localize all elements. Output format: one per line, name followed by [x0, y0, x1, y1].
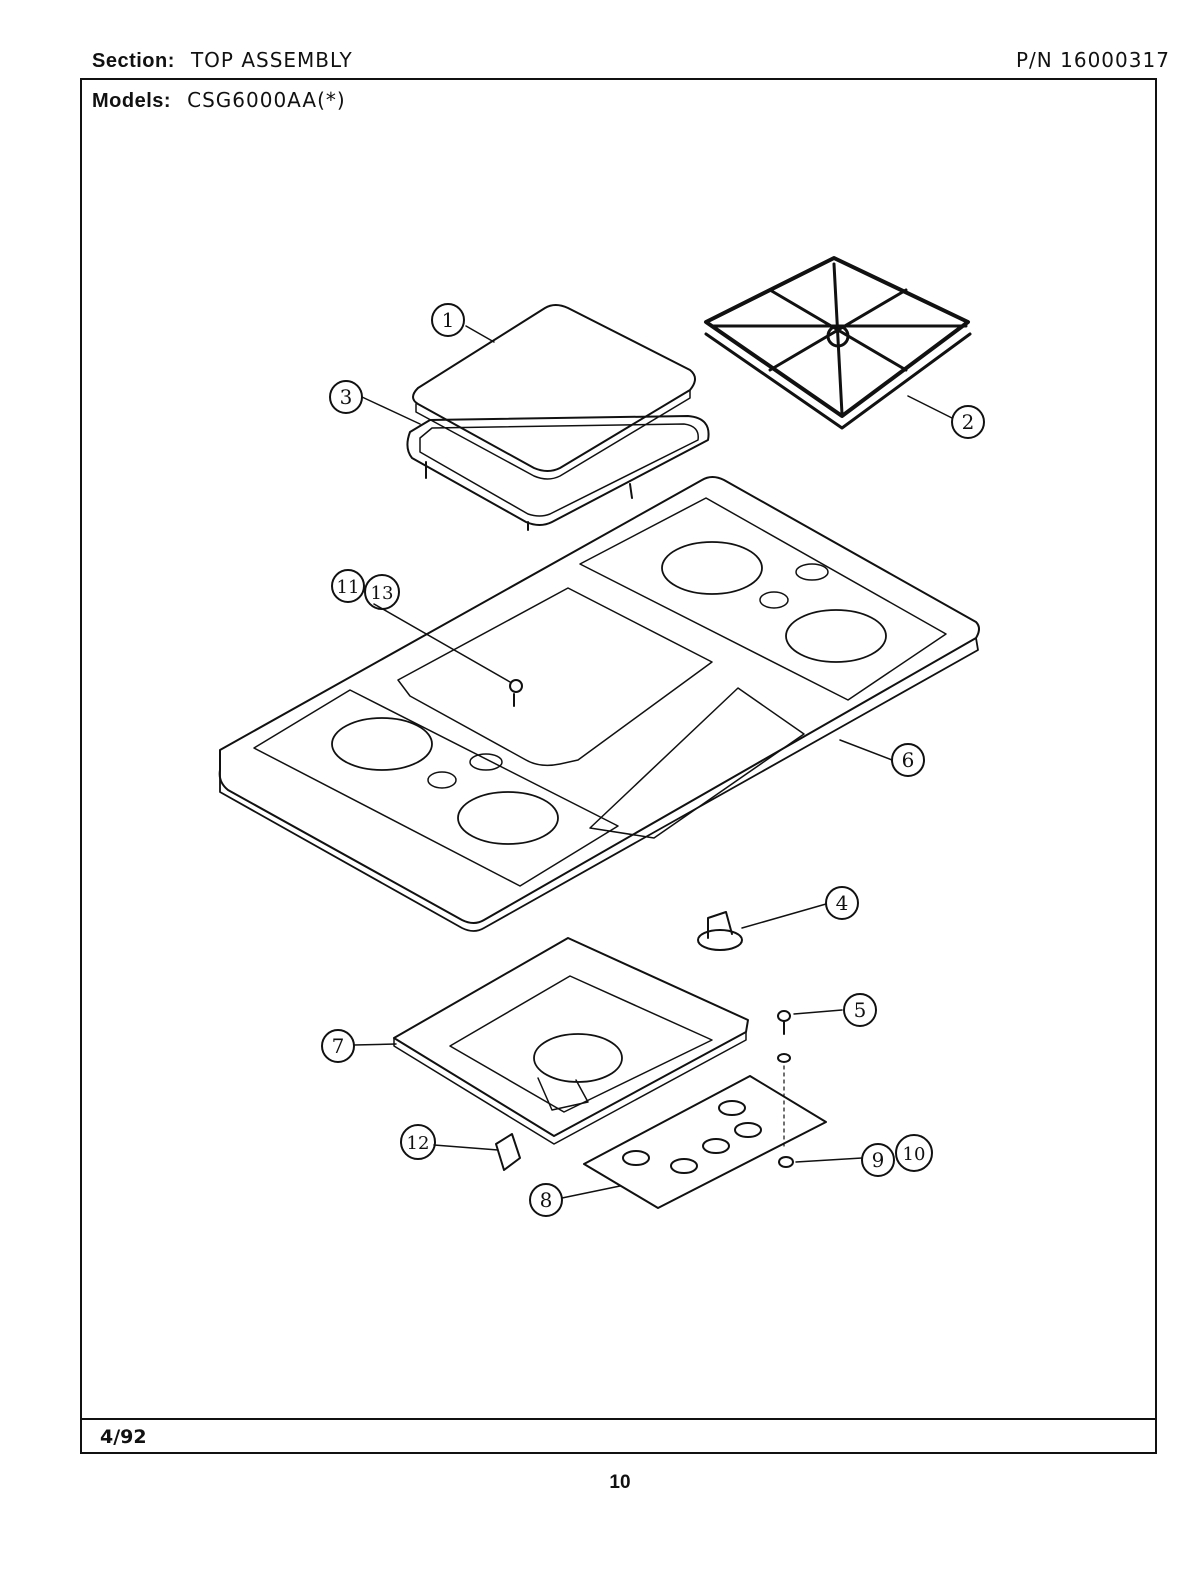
- section-value: TOP ASSEMBLY: [190, 48, 353, 72]
- svg-text:6: 6: [902, 748, 915, 772]
- svg-text:1: 1: [442, 308, 455, 332]
- svg-text:7: 7: [332, 1034, 345, 1058]
- cooktop-screw: [509, 679, 523, 707]
- svg-text:10: 10: [903, 1144, 926, 1165]
- burner-grate: [704, 256, 972, 430]
- callout-7: 7: [321, 1029, 355, 1063]
- footer-divider: [80, 1418, 1157, 1420]
- diagram-frame: [80, 78, 1157, 1454]
- svg-text:12: 12: [407, 1133, 430, 1154]
- callout-2: 2: [951, 405, 985, 439]
- callout-8: 8: [529, 1183, 563, 1217]
- revision-date: 4/92: [100, 1426, 147, 1448]
- callout-12: 12: [400, 1124, 436, 1160]
- callout-3: 3: [329, 380, 363, 414]
- models-value: CSG6000AA(*): [187, 88, 346, 112]
- burner-box: [393, 937, 749, 1145]
- cooktop-main: [218, 476, 980, 932]
- models-label: Models:: [92, 90, 172, 112]
- svg-text:9: 9: [872, 1148, 885, 1172]
- insulation-panel: [583, 1075, 827, 1209]
- svg-text:4: 4: [836, 891, 849, 915]
- svg-text:3: 3: [340, 385, 353, 409]
- callout-4: 4: [825, 886, 859, 920]
- control-knob: [697, 911, 743, 951]
- leader-lines: [353, 325, 953, 1199]
- griddle-frame: [406, 415, 710, 531]
- section-label: Section:: [92, 50, 175, 72]
- callout-5: 5: [843, 993, 877, 1027]
- page-number: 10: [609, 1472, 631, 1493]
- callout-1: 1: [431, 303, 465, 337]
- svg-text:13: 13: [371, 583, 394, 604]
- burner-box-screw: [777, 1010, 791, 1151]
- spacer: [778, 1156, 794, 1168]
- svg-text:11: 11: [337, 577, 360, 598]
- callout-13: 13: [364, 574, 400, 610]
- callout-10: 10: [895, 1134, 933, 1172]
- section-header: Section: TOP ASSEMBLY: [92, 48, 353, 73]
- mounting-clip: [495, 1133, 521, 1171]
- callout-9: 9: [861, 1143, 895, 1177]
- svg-text:5: 5: [854, 998, 867, 1022]
- griddle-cover: [412, 304, 696, 480]
- models-header: Models: CSG6000AA(*): [92, 88, 346, 113]
- svg-text:2: 2: [962, 410, 975, 434]
- callout-11: 11: [331, 569, 365, 603]
- svg-text:8: 8: [540, 1188, 553, 1212]
- callout-6: 6: [891, 743, 925, 777]
- part-number: P/N 16000317: [1016, 48, 1170, 72]
